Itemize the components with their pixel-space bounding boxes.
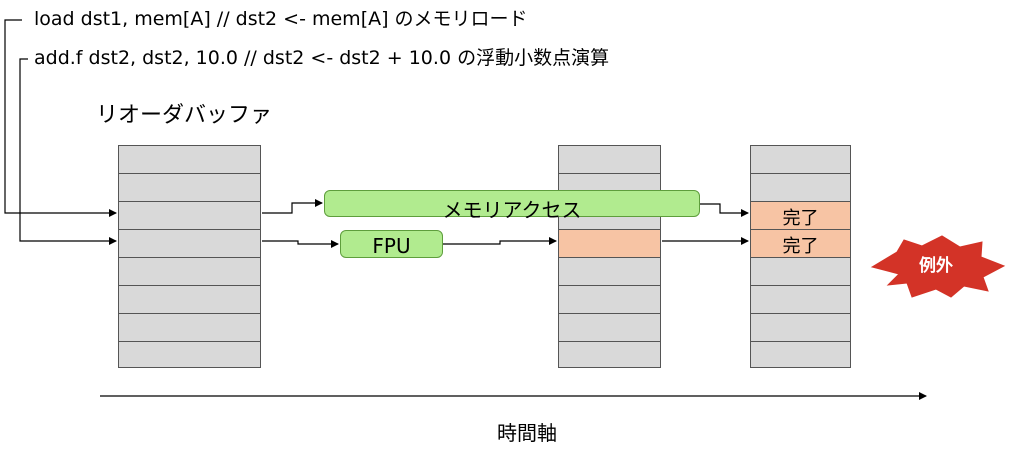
rob1-entry [119, 230, 260, 258]
rob2-entry [559, 314, 660, 342]
status-done-add: 完了 [782, 236, 819, 257]
rob2-entry [559, 342, 660, 367]
rob2-entry [559, 286, 660, 314]
rob3-entry [751, 286, 850, 314]
rob1-entry [119, 146, 260, 174]
reorder-buffer-3: 完了 完了 [750, 145, 851, 368]
code-line-load: load dst1, mem[A] // dst2 <- mem[A] のメモリ… [34, 8, 528, 30]
rob1-entry [119, 174, 260, 202]
memory-access-label: メモリアクセス [442, 198, 582, 222]
fpu-unit: FPU [340, 230, 443, 258]
rob-to-fpu-line [262, 240, 339, 248]
reorder-buffer-title: リオーダバッファ [96, 103, 273, 128]
reorder-buffer-1 [118, 145, 261, 368]
rob-to-mem-line [262, 199, 323, 214]
reorder-buffer-2 [558, 145, 661, 368]
rob1-entry [119, 314, 260, 342]
memory-access-unit: メモリアクセス [324, 190, 700, 222]
exception-burst-shape [870, 235, 1006, 298]
load-dispatch-line [4, 19, 117, 217]
rob2-entry-fpu-result [559, 230, 660, 258]
rob3-entry [751, 174, 850, 202]
rob3-entry-load-done: 完了 [751, 202, 850, 230]
rob3-entry [751, 314, 850, 342]
rob3-entry [751, 342, 850, 367]
time-axis-label: 時間軸 [497, 421, 557, 445]
rob1-entry [119, 202, 260, 230]
add-dispatch-line [19, 58, 117, 245]
rob3-entry-add-done: 完了 [751, 230, 850, 258]
rob3-entry [751, 258, 850, 286]
rob1-entry [119, 286, 260, 314]
fpu-to-rob2-line [443, 237, 557, 245]
rob2-entry [559, 146, 660, 174]
exception-label: 例外 [919, 256, 953, 276]
mem-to-rob3-line [700, 203, 749, 217]
rob2-entry [559, 258, 660, 286]
rob3-entry [751, 146, 850, 174]
code-line-add: add.f dst2, dst2, 10.0 // dst2 <- dst2 +… [34, 47, 610, 69]
rob1-entry [119, 342, 260, 367]
fpu-label: FPU [372, 234, 411, 258]
rob1-entry [119, 258, 260, 286]
status-done-load: 完了 [782, 208, 819, 229]
